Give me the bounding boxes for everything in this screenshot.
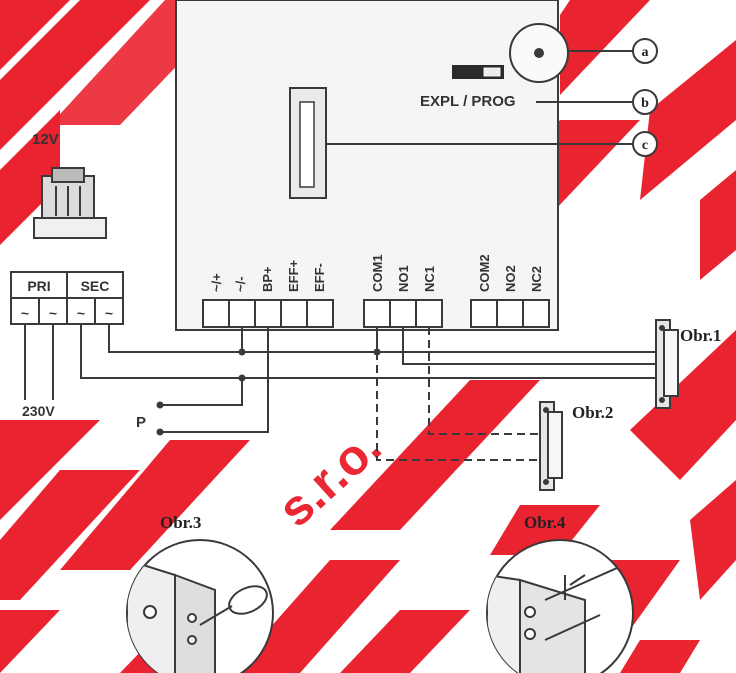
figure-obr3: Obr.3	[160, 513, 201, 532]
callout-c-letter: c	[642, 138, 648, 153]
terminal-labels-left: ~/+ ~/- BP+ EFF+ EFF-	[209, 259, 327, 292]
terminal-label: NC2	[529, 266, 544, 292]
sec-label: SEC	[81, 278, 110, 294]
wave-symbol: ~	[49, 305, 57, 321]
terminal-label: COM1	[370, 254, 385, 292]
terminal-label: COM2	[477, 254, 492, 292]
figure-obr2: Obr.2	[572, 403, 613, 422]
wiring	[24, 324, 664, 433]
terminal-block-left	[202, 299, 334, 328]
wave-symbol: ~	[21, 305, 29, 321]
terminal-labels-right: COM2 NO2 NC2	[477, 254, 544, 292]
terminal-label: ~/-	[233, 276, 248, 292]
terminal-block-right	[470, 299, 550, 328]
strike-obr1	[655, 319, 679, 409]
pri-sec-block	[10, 271, 124, 325]
mains-label: 230V	[22, 403, 55, 419]
terminal-label: EFF-	[312, 263, 327, 292]
terminal-labels-mid: COM1 NO1 NC1	[370, 254, 437, 292]
callout-a	[632, 38, 658, 64]
callout-b	[632, 89, 658, 115]
terminal-label: NO2	[503, 265, 518, 292]
strike-obr2	[539, 401, 563, 491]
transformer: 12V PRI SEC ~ ~ ~ ~ 230V	[10, 131, 124, 419]
figure-obr1: Obr.1	[680, 326, 721, 345]
callout-b-letter: b	[641, 96, 649, 111]
wave-symbol: ~	[77, 305, 85, 321]
p-label: P	[136, 414, 146, 431]
switch-label: EXPL / PROG	[420, 93, 516, 110]
figure-obr4: Obr.4	[524, 513, 566, 532]
wiring-dashed	[376, 327, 548, 461]
terminal-label: NO1	[396, 265, 411, 292]
terminal-block-mid	[363, 299, 443, 328]
wave-symbol: ~	[105, 305, 113, 321]
callout-a-letter: a	[642, 45, 649, 60]
transformer-icon	[33, 167, 107, 239]
terminal-label: NC1	[422, 266, 437, 292]
detail-obr3	[126, 539, 274, 673]
pri-label: PRI	[27, 278, 50, 294]
transformer-voltage-label: 12V	[32, 131, 59, 148]
callout-c	[632, 131, 658, 157]
terminal-label: EFF+	[286, 259, 301, 292]
control-board: EXPL / PROG a b c ~/+ ~/- BP+ EFF+ EFF- …	[175, 0, 658, 331]
terminal-label: ~/+	[209, 273, 224, 292]
detail-obr4	[486, 539, 634, 673]
junctions	[156, 348, 381, 436]
terminal-label: BP+	[260, 266, 275, 292]
